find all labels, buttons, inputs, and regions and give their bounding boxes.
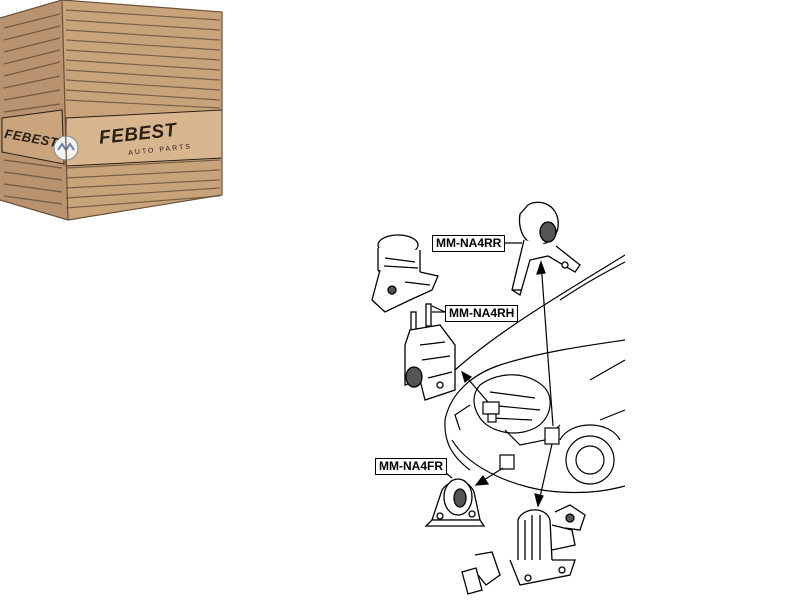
part-right-mount-upper — [371, 234, 439, 313]
installed-rh-mount — [482, 401, 500, 415]
part-lower-mount — [461, 504, 586, 595]
vehicle-windshield — [559, 261, 626, 301]
vehicle-door-line — [599, 409, 626, 421]
label-front-mount: MM-NA4FR — [375, 458, 447, 475]
box-side-face — [0, 0, 68, 220]
label-right-mount: MM-NA4RH — [445, 305, 519, 322]
engine-block — [473, 374, 551, 434]
installed-mount-markers — [482, 401, 560, 470]
product-box — [0, 0, 223, 221]
part-right-mount-bracket — [404, 303, 456, 401]
pointer-rear — [540, 261, 554, 427]
box-print-texture — [3, 9, 221, 209]
label-rear-mount: MM-NA4RR — [432, 235, 506, 252]
part-rear-mount — [511, 201, 581, 297]
vehicle-body-lower — [451, 439, 626, 494]
box-edges — [0, 0, 223, 221]
installed-rr-mount — [544, 427, 560, 445]
box-side-brand-band — [1, 109, 65, 165]
part-front-mount — [424, 478, 486, 527]
vehicle-hood-line — [454, 254, 626, 371]
vehicle-wheel — [565, 435, 615, 485]
vehicle-fender — [444, 339, 626, 421]
vehicle-outline — [444, 254, 626, 494]
vehicle-bumper — [444, 419, 471, 471]
installed-fr-mount — [499, 454, 515, 470]
vehicle-pillar — [589, 359, 626, 381]
box-front-face — [62, 0, 222, 220]
